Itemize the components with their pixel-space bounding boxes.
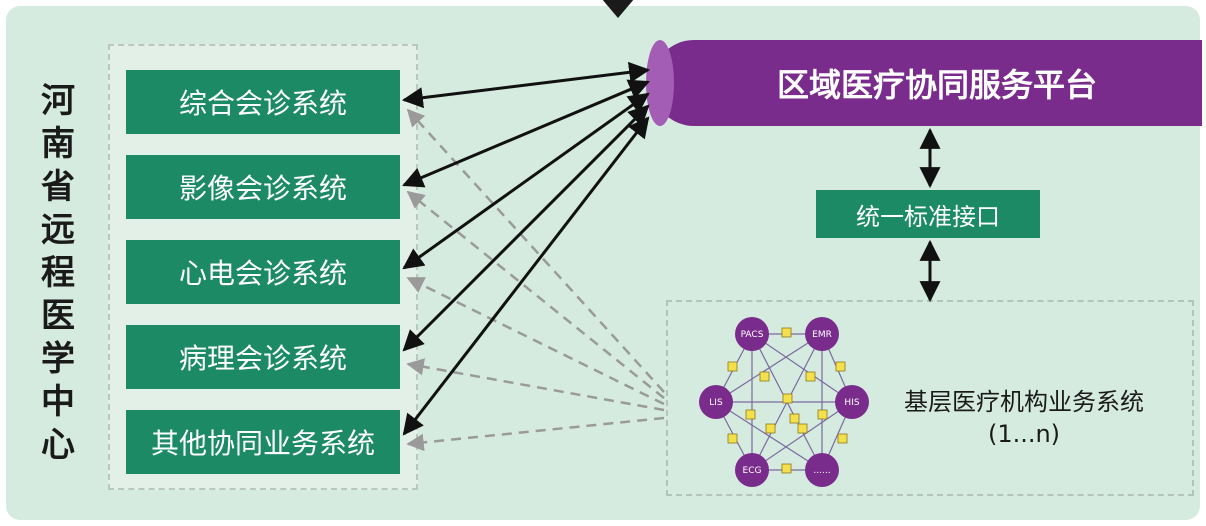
center-title-char: 中: [41, 382, 75, 422]
svg-text:......: ......: [813, 466, 830, 476]
basic-system-label: 基层医疗机构业务系统 (1...n): [874, 386, 1174, 450]
node-ecg: ECG: [735, 453, 769, 487]
platform-cylinder-cap: [646, 40, 674, 126]
node-emr: EMR: [805, 317, 839, 351]
basic-system-range: (1...n): [987, 420, 1061, 448]
node-pacs: PACS: [735, 317, 769, 351]
center-title-char: 程: [41, 253, 75, 293]
center-title-char: 心: [41, 425, 75, 465]
connector-squares: [727, 327, 848, 474]
center-title-char: 南: [41, 124, 75, 164]
collaboration-platform: 区域医疗协同服务平台: [652, 40, 1202, 126]
dashed-link-5: [406, 416, 665, 452]
svg-text:PACS: PACS: [741, 330, 764, 340]
center-title-char: 河: [41, 81, 75, 121]
solid-link-4: [402, 104, 650, 352]
node-more: ......: [805, 453, 839, 487]
svg-text:HIS: HIS: [844, 398, 859, 408]
center-title: 河南省远程医学中心: [38, 80, 78, 467]
service-box-comprehensive: 综合会诊系统: [126, 70, 400, 134]
center-title-char: 省: [41, 167, 75, 207]
standard-interface-box: 统一标准接口: [816, 190, 1040, 238]
solid-link-5: [402, 116, 650, 436]
svg-text:ECG: ECG: [743, 466, 762, 476]
dashed-link-1: [406, 108, 665, 393]
center-title-char: 远: [41, 210, 75, 250]
service-box-imaging: 影像会诊系统: [126, 155, 400, 219]
dashed-link-3: [406, 276, 665, 406]
service-box-ecg: 心电会诊系统: [126, 240, 400, 304]
svg-text:EMR: EMR: [812, 330, 832, 340]
center-title-char: 医: [41, 296, 75, 336]
dashed-links: [406, 108, 665, 452]
basic-system-name: 基层医疗机构业务系统: [904, 388, 1144, 416]
incoming-arrow-icon: [596, 0, 640, 18]
dashed-link-2: [406, 190, 665, 399]
service-box-pathology: 病理会诊系统: [126, 325, 400, 389]
solid-links: [401, 61, 651, 436]
node-lis: LIS: [699, 385, 733, 419]
network-graph: PACS EMR LIS HIS ECG ......: [699, 317, 869, 487]
service-box-other: 其他协同业务系统: [126, 410, 400, 474]
network-nodes: PACS EMR LIS HIS ECG ......: [699, 317, 869, 487]
solid-link-3: [402, 92, 650, 270]
node-his: HIS: [835, 385, 869, 419]
svg-text:LIS: LIS: [709, 398, 723, 408]
solid-link-2: [402, 79, 650, 188]
solid-link-1: [401, 61, 651, 109]
center-title-char: 学: [41, 339, 75, 379]
dashed-link-4: [406, 358, 665, 412]
